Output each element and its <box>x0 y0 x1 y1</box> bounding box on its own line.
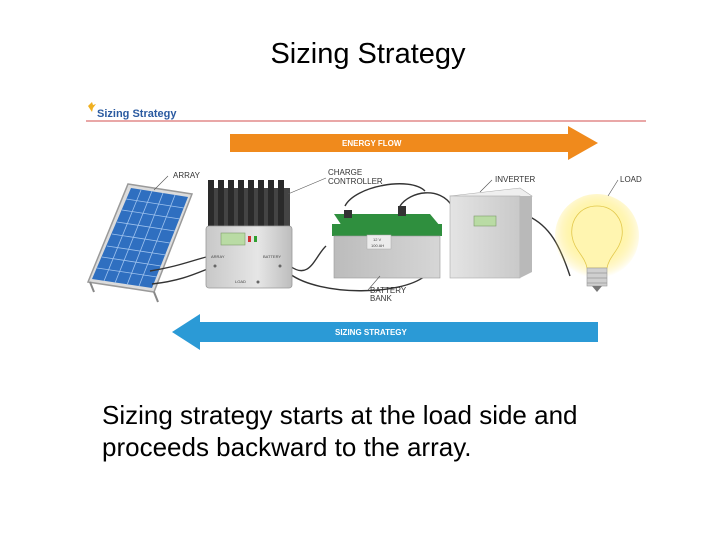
battery-bank-label-1: BATTERY <box>370 286 407 295</box>
solar-system-diagram: Sizing Strategy ENERGY FLOW SIZING STRAT… <box>80 96 650 366</box>
controller-array-text: ARRAY <box>211 254 225 259</box>
sizing-strategy-label: SIZING STRATEGY <box>335 328 408 337</box>
solar-array <box>86 183 194 303</box>
header-sun-icon <box>88 102 96 112</box>
light-bulb <box>555 194 639 292</box>
figure-header: Sizing Strategy <box>86 102 646 122</box>
energy-flow-label: ENERGY FLOW <box>342 139 402 148</box>
charge-controller-label-1: CHARGE <box>328 168 362 177</box>
controller-load-text: LOAD <box>235 279 246 284</box>
battery-voltage-text: 12 V <box>373 237 382 242</box>
load-label: LOAD <box>620 175 642 184</box>
array-label: ARRAY <box>173 171 201 180</box>
slide-title: Sizing Strategy <box>270 38 466 70</box>
charge-controller: ARRAY BATTERY LOAD <box>205 180 293 289</box>
sizing-strategy-arrow: SIZING STRATEGY <box>172 314 598 350</box>
inverter-label: INVERTER <box>495 175 536 184</box>
figure-header-text: Sizing Strategy <box>97 108 177 120</box>
battery-capacity-text: 100 AH <box>371 243 384 248</box>
controller-battery-text: BATTERY <box>263 254 281 259</box>
slide-caption: Sizing strategy starts at the load side … <box>102 400 578 462</box>
battery-bank: 12 V 100 AH <box>332 206 442 279</box>
battery-bank-label-2: BANK <box>370 294 392 303</box>
energy-flow-arrow: ENERGY FLOW <box>230 126 598 160</box>
wiring <box>149 183 571 292</box>
header-rule <box>86 120 646 122</box>
charge-controller-label-2: CONTROLLER <box>328 177 383 186</box>
diagram-svg: Sizing Strategy ENERGY FLOW SIZING STRAT… <box>86 102 646 350</box>
inverter <box>449 187 533 279</box>
